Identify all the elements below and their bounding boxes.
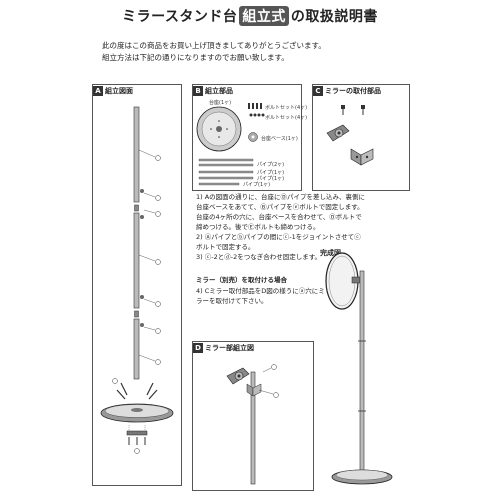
- page-title: ミラースタンド台組立式の取扱説明書: [80, 6, 420, 26]
- section-d-mirror-assembly: D ミラー部組立図: [192, 341, 314, 491]
- part-label-bolt-set-b: ボルトセット(4ヶ): [265, 115, 308, 121]
- section-b-title: 組立部品: [205, 86, 233, 95]
- assembly-steps: 1) Aの図面の通りに、台座にⒹパイプを差し込み、裏側に台座ベースをあてて、Ⓑパ…: [196, 192, 366, 262]
- section-d-title: ミラー部組立図: [205, 343, 254, 352]
- mirror-assembly-illustration: [226, 364, 279, 485]
- part-label-base-plate: 台座ベース(1ヶ): [261, 136, 298, 142]
- intro-line-2: 組立方法は下記の通りになりますのでお願い致します。: [102, 53, 289, 62]
- part-label-bolt-set-a: ボルトセット(4ヶ): [265, 105, 308, 111]
- intro-line-1: 此の度はこの商品をお買い上げ頂きましてありがとうございます。: [102, 41, 326, 50]
- section-c-mirror-parts: C ミラーの取付部品: [312, 84, 410, 191]
- section-a-tag: A: [93, 85, 103, 96]
- section-d-header: D ミラー部組立図: [193, 342, 254, 353]
- step-1: 1) Aの図面の通りに、台座にⒹパイプを差し込み、裏側に台座ベースをあてて、Ⓑパ…: [196, 193, 365, 231]
- title-boxed: 組立式: [239, 6, 289, 26]
- part-label-pipe-b: パイプ(1ヶ): [257, 176, 285, 182]
- completed-drawing-label: 完成図: [320, 249, 341, 257]
- intro-text: 此の度はこの商品をお買い上げ頂きましてありがとうございます。 組立方法は下記の通…: [102, 40, 326, 64]
- section-a-title: 組立図面: [105, 86, 133, 95]
- completed-stand-illustration: [325, 252, 393, 485]
- parts-illustration: [196, 103, 265, 186]
- section-c-title: ミラーの取付部品: [325, 86, 381, 95]
- section-c-tag: C: [313, 85, 323, 96]
- section-b-header: B 組立部品: [193, 85, 233, 96]
- part-label-base: 台座(1ヶ): [209, 100, 232, 106]
- step-4: 4) Cミラー取付部品をD図の様うにⓐ穴にミラーを取付けて下さい。: [196, 287, 325, 305]
- section-d-tag: D: [193, 342, 203, 353]
- part-label-pipe-a: パイプ(1ヶ): [257, 170, 285, 176]
- part-label-pipe-c: パイプ(1ヶ): [243, 182, 271, 188]
- mirror-attach-step: 4) Cミラー取付部品をD図の様うにⓐ穴にミラーを取付けて下さい。: [196, 287, 326, 306]
- mirror-bracket-illustration: [326, 105, 374, 166]
- step-2: 2) Ⓐパイプとⓑパイプの間にⓒ-1をジョイントさせてⓒボルトで固定する。: [196, 233, 361, 251]
- mirror-attach-heading: ミラー（別売）を取付ける場合: [196, 276, 287, 284]
- title-prefix: ミラースタンド台: [122, 9, 238, 25]
- exploded-stand-illustration: [100, 106, 174, 454]
- step-3: 3) ⓒ-2とⓓ-2をつなぎ合わせ固定します。: [196, 253, 322, 261]
- manual-page: ミラースタンド台組立式の取扱説明書 此の度はこの商品をお買い上げ頂きましてありが…: [80, 6, 420, 491]
- section-a-header: A 組立図面: [93, 85, 133, 96]
- section-a-assembly-drawing: A 組立図面: [92, 84, 182, 486]
- section-b-parts: B 組立部品 台座(1ヶ): [192, 84, 307, 191]
- section-b-tag: B: [193, 85, 203, 96]
- section-c-header: C ミラーの取付部品: [313, 85, 381, 96]
- title-suffix: の取扱説明書: [290, 9, 378, 25]
- part-label-pipe-2: パイプ(2ヶ): [257, 162, 285, 168]
